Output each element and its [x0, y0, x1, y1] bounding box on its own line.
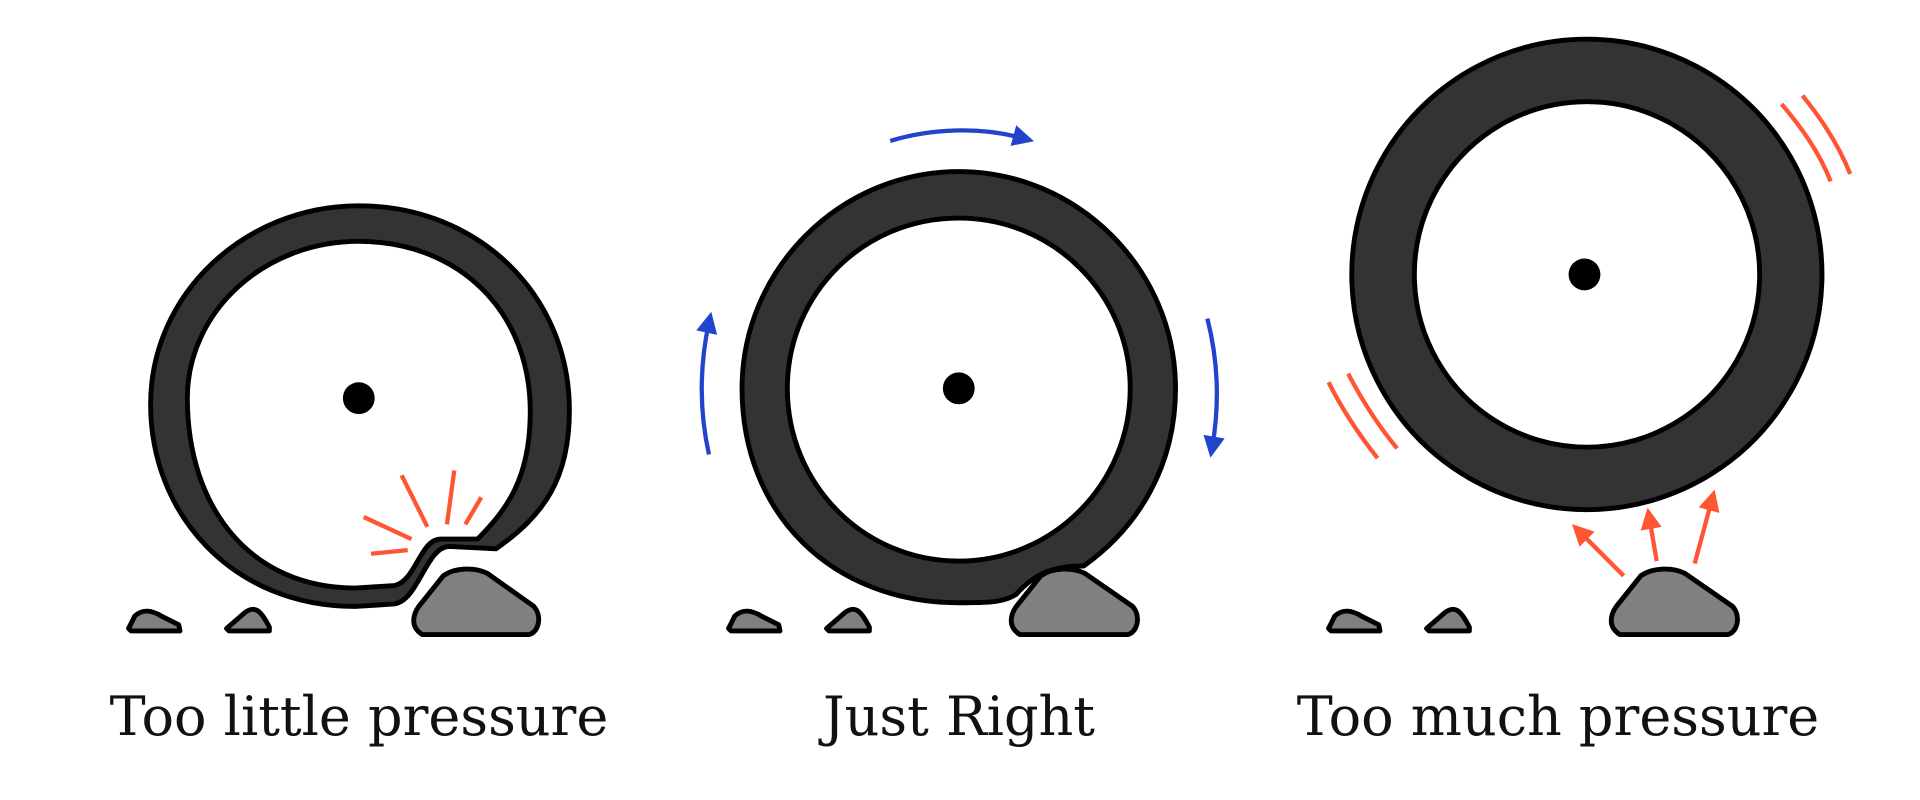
- large-rock: [1608, 566, 1740, 638]
- overinflated-tire: [1349, 36, 1825, 513]
- large-rock: [411, 566, 542, 638]
- small-rock: [1424, 606, 1472, 634]
- bounce-marks: [1326, 94, 1853, 460]
- small-rock: [224, 606, 272, 634]
- correct-tire: [739, 169, 1178, 606]
- small-rock: [824, 606, 872, 634]
- rotation-arrows: [696, 125, 1225, 458]
- panel-too-much-pressure: [1326, 36, 1853, 638]
- hub-dot: [942, 372, 975, 405]
- panel-just-right: [696, 125, 1225, 638]
- small-rock: [1326, 608, 1383, 634]
- panel-too-little-pressure: [126, 203, 572, 638]
- hub-dot: [1568, 258, 1601, 291]
- upward-force-arrows: [1572, 489, 1720, 578]
- underinflated-tire: [148, 203, 572, 609]
- label-too-little-pressure: Too little pressure: [109, 685, 609, 748]
- impact-marks: [362, 470, 484, 556]
- hub-dot: [342, 382, 375, 415]
- small-rock: [726, 608, 783, 634]
- small-rock: [126, 608, 183, 634]
- label-too-much-pressure: Too much pressure: [1296, 685, 1820, 748]
- large-rock: [1008, 566, 1140, 638]
- label-just-right: Just Right: [823, 685, 1095, 748]
